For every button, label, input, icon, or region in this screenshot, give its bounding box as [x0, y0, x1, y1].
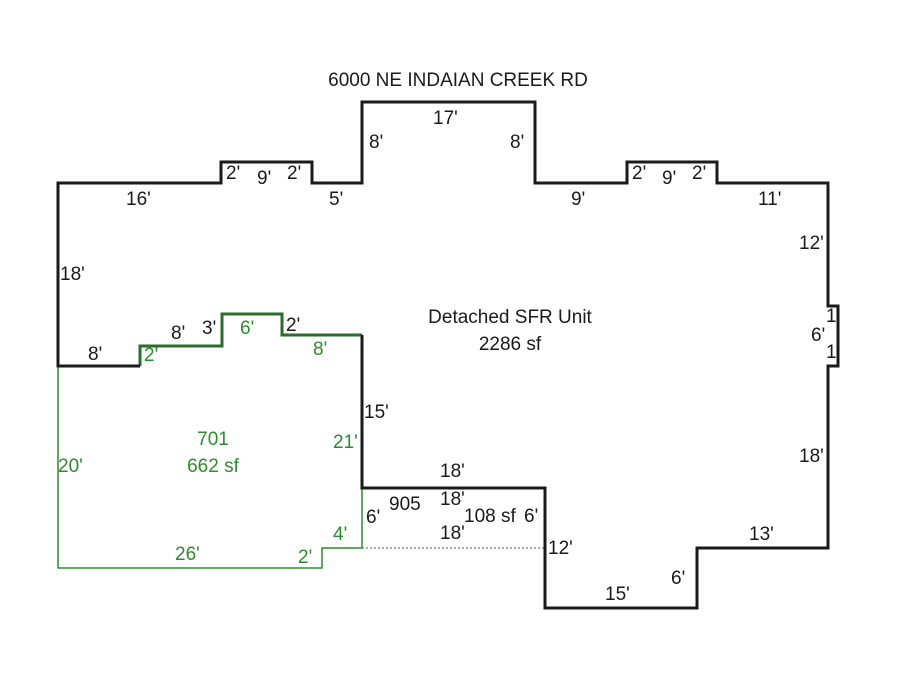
area-905-sf: 108 sf	[464, 506, 516, 527]
dim-label: 9'	[662, 168, 676, 189]
dim-label: 8'	[510, 132, 524, 153]
dim-label: 13'	[749, 524, 774, 545]
area-701-sf: 662 sf	[187, 456, 239, 477]
dim-label: 2'	[692, 163, 706, 184]
dim-label: 8'	[313, 339, 327, 360]
dim-label: 16'	[126, 189, 151, 210]
dim-label: 18'	[799, 446, 824, 467]
dim-label: 15'	[605, 584, 630, 605]
dim-label: 8'	[171, 323, 185, 344]
dim-label: 8'	[88, 344, 102, 365]
dim-label: 6'	[671, 568, 685, 589]
dim-label: 2'	[298, 547, 312, 568]
dim-label: 2'	[286, 315, 300, 336]
dim-label: 9'	[571, 189, 585, 210]
dim-label: 18'	[60, 264, 85, 285]
dim-label: 1	[826, 306, 837, 327]
main-area-sf: 2286 sf	[479, 334, 542, 355]
dim-label: 21'	[333, 432, 358, 453]
dim-label: 18'	[440, 461, 465, 482]
dim-label: 18'	[440, 523, 465, 544]
dim-label: 12'	[799, 233, 824, 254]
dim-label: 9'	[257, 168, 271, 189]
dim-label: 11'	[758, 189, 781, 210]
dim-label: 4'	[333, 524, 347, 545]
dim-label: 2'	[144, 345, 158, 366]
dim-label: 12'	[548, 538, 573, 559]
area-701-top-outline	[138, 312, 362, 366]
dim-label: 20'	[58, 456, 83, 477]
main-sfr-outline	[56, 100, 840, 610]
dim-label: 1	[826, 342, 837, 363]
sketch-title: 6000 NE INDAIAN CREEK RD	[328, 70, 588, 91]
area-701-outline	[57, 366, 363, 569]
dim-label: 6'	[366, 507, 380, 528]
dim-label: 2'	[632, 163, 646, 184]
area-905-name: 905	[389, 494, 421, 515]
dim-label: 5'	[329, 189, 343, 210]
dim-label: 18'	[440, 489, 465, 510]
dim-label: 26'	[175, 544, 200, 565]
dim-label: 6'	[811, 325, 825, 346]
dim-label: 6'	[240, 318, 254, 339]
dim-label: 6'	[524, 506, 538, 527]
dim-label: 17'	[433, 108, 458, 129]
dim-label: 2'	[287, 163, 301, 184]
dim-label: 3'	[202, 318, 216, 339]
dim-label: 15'	[364, 402, 389, 423]
dim-label: 2'	[226, 163, 240, 184]
main-area-name: Detached SFR Unit	[428, 307, 592, 328]
dim-label: 8'	[369, 132, 383, 153]
area-701-name: 701	[197, 429, 229, 450]
